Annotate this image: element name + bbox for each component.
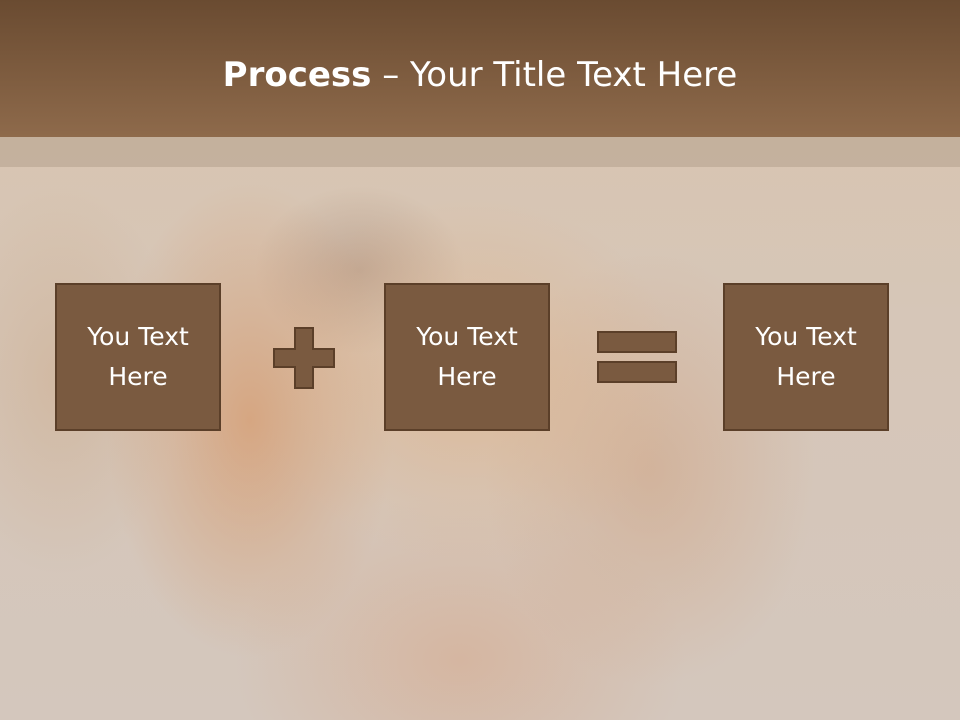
box-3-line-2: Here [776,362,836,391]
title-bar [0,0,960,137]
title-separator: – [371,55,411,95]
box-1-line-1: You Text [87,322,189,351]
title-bar-band [0,137,960,167]
plus-icon [273,327,335,389]
box-1-line-2: Here [108,362,168,391]
equals-icon [597,331,677,383]
process-box-3[interactable]: You Text Here [723,283,889,431]
process-box-2[interactable]: You Text Here [384,283,550,431]
title-bold: Process [222,55,372,95]
box-2-line-1: You Text [416,322,518,351]
box-2-line-2: Here [437,362,497,391]
title-text: Your Title Text Here [410,55,738,95]
process-box-1[interactable]: You Text Here [55,283,221,431]
box-3-line-1: You Text [755,322,857,351]
slide-title[interactable]: Process – Your Title Text Here [0,48,960,102]
